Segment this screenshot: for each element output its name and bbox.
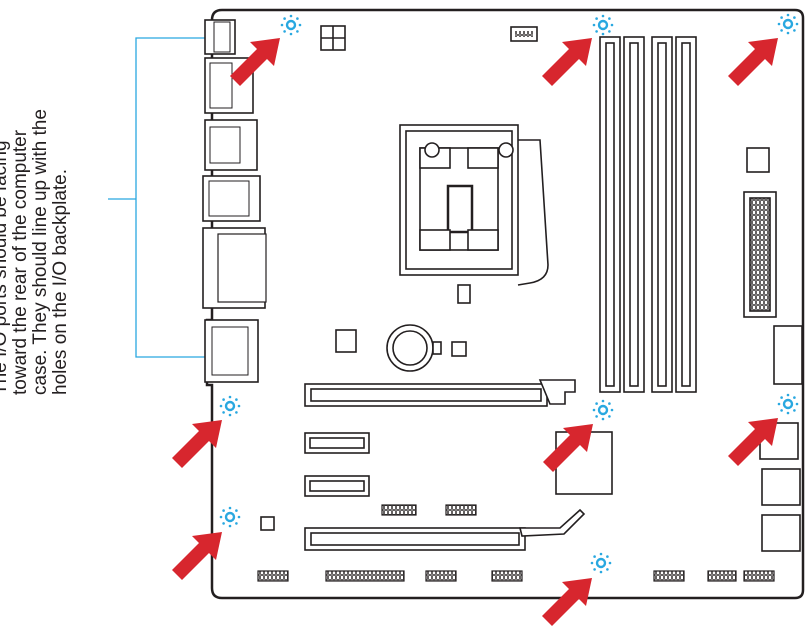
io-ports: [202, 19, 267, 383]
pcie-x16-slot-2: [304, 508, 586, 551]
pcie-x1-slots: [304, 432, 370, 497]
small-jumper: [260, 516, 275, 531]
right-io-blocks: [759, 422, 801, 552]
dimm-slots: [599, 36, 697, 393]
cpu-socket: [399, 124, 549, 304]
headers-top: [320, 25, 770, 353]
pcie-x16-slot-1: [304, 379, 576, 407]
io-callout-bracket: [108, 37, 206, 358]
board-outline: [205, 8, 805, 600]
pin-headers: [257, 504, 775, 582]
atx-power-connector: [743, 191, 777, 318]
cmos-battery: [386, 324, 467, 372]
side-connector: [773, 325, 803, 385]
